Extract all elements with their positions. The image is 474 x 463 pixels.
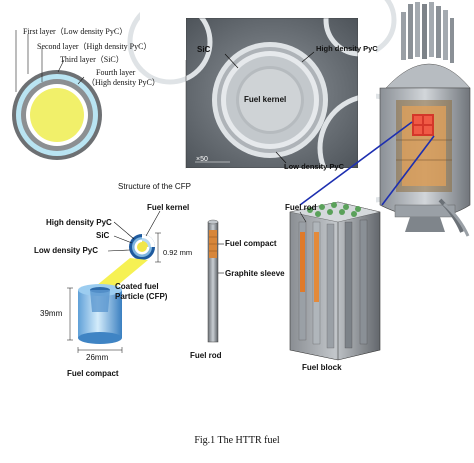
- fuel-compact-caption: Fuel compact: [67, 369, 119, 378]
- reactor-vessel-illustration: [379, 2, 471, 237]
- particle-high-density-label: High density PyC: [46, 218, 112, 227]
- micrograph-low-density-label: Low density PyC: [284, 162, 345, 171]
- micrograph-sic-label: SiC: [197, 45, 211, 54]
- micrograph-image: [127, 0, 427, 208]
- fourth-layer-label: Fourth layer: [96, 68, 136, 77]
- fuel-compact-illustration: [67, 284, 123, 353]
- particle-low-density-label: Low density PyC: [34, 246, 99, 255]
- rod-fuel-compact-label: Fuel compact: [225, 239, 277, 248]
- compact-height-label: 39mm: [40, 309, 63, 318]
- rod-graphite-sleeve-label: Graphite sleeve: [225, 269, 285, 278]
- coated-particle-illustration: [107, 210, 161, 263]
- fourth-layer-sublabel: （High density PyC）: [87, 78, 160, 87]
- particle-fuel-kernel-label: Fuel kernel: [147, 203, 190, 212]
- fuel-rod-caption: Fuel rod: [190, 351, 222, 360]
- fuel-rod-illustration: [207, 219, 224, 343]
- block-fuel-rod-label: Fuel rod: [285, 203, 317, 212]
- particle-diameter-value: 0.92: [163, 248, 178, 257]
- zoom-connector-lines: [299, 121, 435, 206]
- particle-sic-label: SiC: [96, 231, 110, 240]
- micrograph-high-density-label: High density PyC: [316, 44, 378, 53]
- figure-caption: Fig.1 The HTTR fuel: [194, 435, 280, 446]
- magnification-cone: [96, 258, 148, 290]
- cfp-cross-section: [12, 30, 102, 160]
- particle-name-line1: Coated fuel: [115, 282, 159, 291]
- second-layer-label: Second layer（High density PyC）: [37, 42, 152, 51]
- particle-diameter-unit: mm: [179, 248, 193, 257]
- micrograph-fuel-kernel-label: Fuel kernel: [244, 95, 287, 104]
- third-layer-label: Third layer（SiC）: [60, 55, 124, 64]
- particle-name-line2: Particle (CFP): [115, 292, 168, 301]
- micrograph-scale-label: ×50: [196, 156, 208, 163]
- fuel-block-illustration: [289, 201, 381, 361]
- first-layer-label: First layer（Low density PyC）: [23, 27, 128, 36]
- fuel-block-caption: Fuel block: [302, 363, 342, 372]
- compact-width-label: 26mm: [86, 353, 109, 362]
- structure-caption: Structure of the CFP: [118, 182, 191, 191]
